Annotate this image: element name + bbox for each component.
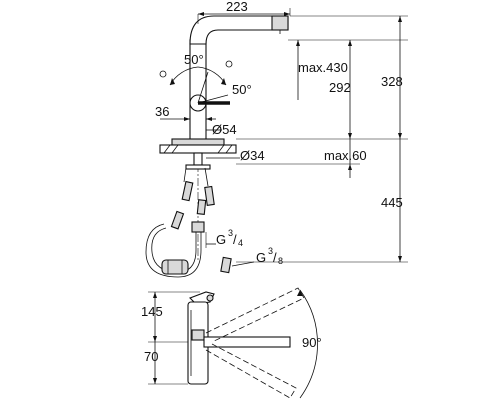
dim-max-height: max.430 [298,60,348,75]
dim-spout-height: 292 [329,80,351,95]
dim-spout-reach: 223 [226,0,248,14]
svg-text:/: / [233,232,237,247]
threaded-rod [193,152,203,166]
connector-g38 [220,256,232,274]
svg-text:G: G [256,250,266,265]
svg-text:3: 3 [228,228,233,238]
dim-connection-g38: G 3 / 8 [256,246,283,266]
dim-max-deck: max.60 [324,148,367,163]
dim-plan-angle: 90° [302,335,322,350]
svg-text:/: / [273,250,277,265]
pull-out-hose [151,226,197,273]
dim-diameter-34: Ø34 [240,148,265,163]
countertop [159,144,237,154]
side-dimensions: 223 max.430 292 328 50° 50° 36 Ø54 [155,0,408,267]
svg-text:3: 3 [268,246,273,256]
plan-swivel-arc [299,289,318,399]
svg-text:8: 8 [278,256,283,266]
hose-fitting-lower [170,210,185,230]
hose-fitting-right [204,185,215,206]
dim-diameter-54: Ø54 [212,122,237,137]
plan-spout-swivel-down [205,343,297,399]
deck-mount [171,138,225,146]
hose-fitting-left [181,180,194,202]
hose-counterweight [161,259,189,275]
faucet-side-view [145,15,289,278]
dim-connection-g34: G 3 / 4 [216,228,243,248]
plan-spout-swivel-up [205,287,305,343]
mounting-nut [185,164,211,170]
svg-text:G: G [216,232,226,247]
hose-fitting-center [196,199,207,215]
dim-plan-70: 70 [144,349,158,364]
dim-below-deck: 445 [381,195,403,210]
spray-head [271,15,289,31]
plan-spout [203,336,291,348]
faucet-plan-view: 145 70 90° [141,287,322,399]
svg-text:4: 4 [238,238,243,248]
dim-offset: 36 [155,104,169,119]
dim-plan-145: 145 [141,304,163,319]
dim-total-top: 328 [381,74,403,89]
dim-swivel-right: 50° [232,82,252,97]
dim-swivel-left: 50° [184,52,204,67]
